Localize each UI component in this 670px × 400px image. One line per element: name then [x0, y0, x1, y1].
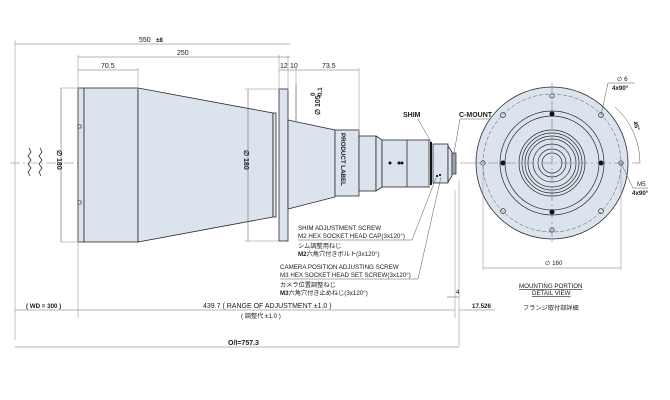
d6-hole [500, 208, 506, 214]
c-mount-label: C-MOUNT [459, 112, 493, 119]
dim-d180-front: ∅ 180 [55, 150, 63, 170]
break-mark [27, 147, 32, 177]
cam-screw-en-2: M3 HEX SOCKET HEAD SET SCREW(3x120°) [280, 272, 411, 279]
leader-line [453, 118, 492, 154]
detail-title-2: DETAIL VIEW [532, 290, 571, 297]
dim-adjust-range: 439.7 ( RANGE OF ADJUSTMENT ±1.0 ) [203, 303, 332, 310]
shim-screw-jp-m2: M2 [298, 251, 307, 258]
dim-550-tol: ±8 [156, 37, 163, 44]
mount-taper [447, 144, 453, 184]
inner-screw [549, 111, 555, 117]
shim-screw-en-1: SHIM ADJUSTMENT SCREW [298, 225, 381, 232]
dim-d180-cone: ∅ 180 [242, 150, 250, 170]
shim-screw-en-2: M2 HEX SOCKET HEAD CAP(3x120°) [298, 233, 405, 240]
c-mount-thread [451, 152, 457, 175]
mount-ring [432, 143, 449, 184]
leader-line [417, 118, 432, 143]
shim-screw-jp-2: M2六角穴付きボルト(3x120°) [298, 250, 380, 258]
pcd-label: ∅ 160 [545, 260, 563, 267]
m5-hole [549, 227, 555, 233]
shim-label: SHIM [403, 112, 421, 119]
cone-section [137, 87, 274, 243]
dim-d105: ∅ 105 [314, 95, 322, 115]
tube-section [358, 135, 377, 192]
angle-arc [614, 106, 641, 164]
angle-label: 45° [631, 120, 641, 132]
hole-dia: ∅ 6 [617, 76, 628, 83]
dim-wd: ( WD = 300 ) [26, 303, 61, 310]
dim-oi: O/I=757.3 [228, 340, 259, 347]
leader-line [411, 177, 437, 241]
dim-4: 4 [456, 289, 460, 296]
leader-line [600, 82, 635, 116]
front-tube [83, 87, 139, 243]
cam-screw-jp-desc: 六角穴付き止めねじ(3x120°) [289, 289, 368, 297]
dim-70-5: 70.5 [101, 63, 115, 70]
d6-hole [598, 112, 604, 118]
break-mark [38, 147, 43, 177]
screw-dot [397, 161, 401, 165]
screw-dot [388, 161, 392, 165]
d6-hole [598, 208, 604, 214]
dim-adjust-range-jp: ( 調整代 ±1.0 ) [241, 312, 281, 320]
dim-d105-tol-upper: 0 [310, 92, 317, 96]
d6-hole [500, 112, 506, 118]
dim-12: 12 [280, 63, 288, 70]
adjust-barrel [381, 139, 430, 188]
holes [480, 93, 624, 233]
cam-screw-en-1: CAMERA POSITION ADJUSTING SCREW [280, 264, 399, 271]
cone-ring [272, 112, 277, 218]
inner-screw [598, 160, 604, 166]
inner-screw [500, 160, 506, 166]
shim-screw-jp-desc: 六角穴付きボルト(3x120°) [307, 250, 380, 258]
dim-10: 10 [290, 63, 298, 70]
front-rim [77, 87, 85, 243]
leader-line [417, 176, 442, 280]
screw-dot [435, 174, 439, 178]
cam-screw-jp-2: M3六角穴付き止めねじ(3x120°) [280, 289, 368, 297]
label-section [334, 129, 360, 197]
flange [278, 88, 289, 242]
mark [77, 124, 82, 129]
inner-screw [549, 209, 555, 215]
m5-hole [549, 93, 555, 99]
shim-screw-jp-1: シム調整用ねじ [298, 242, 341, 250]
dim-250: 250 [177, 50, 189, 57]
thread-label: M5 [637, 181, 646, 188]
detail-title-jp: フランジ取付部詳細 [523, 304, 579, 312]
cam-screw-jp-m3: M3 [280, 290, 289, 297]
tube-step [375, 135, 383, 192]
mark [77, 200, 82, 205]
dim-550: 550 [139, 37, 151, 44]
mounting-detail-view: ∅ 6 4x90° 45° M5 4x90° ∅ 160 MOUNTING PO… [470, 76, 649, 312]
leader-line [620, 162, 648, 189]
thread-count: 4x90° [632, 190, 649, 197]
cam-screw-jp-1: カメラ位置調整ねじ [280, 281, 336, 289]
detail-title-1: MOUNTING PORTION [519, 283, 582, 290]
dim-73-5: 73.5 [322, 63, 336, 70]
screw-dot [438, 173, 442, 177]
lens-body [77, 87, 457, 243]
dim-flange-back: 17.526 [472, 303, 491, 310]
screw-dot [400, 161, 404, 165]
dim-d105-tol-lower: -0.1 [317, 87, 324, 98]
product-label-text: PRODUCT LABEL [339, 133, 346, 186]
rear-cone [287, 119, 336, 210]
hole-count: 4x90° [612, 85, 629, 92]
